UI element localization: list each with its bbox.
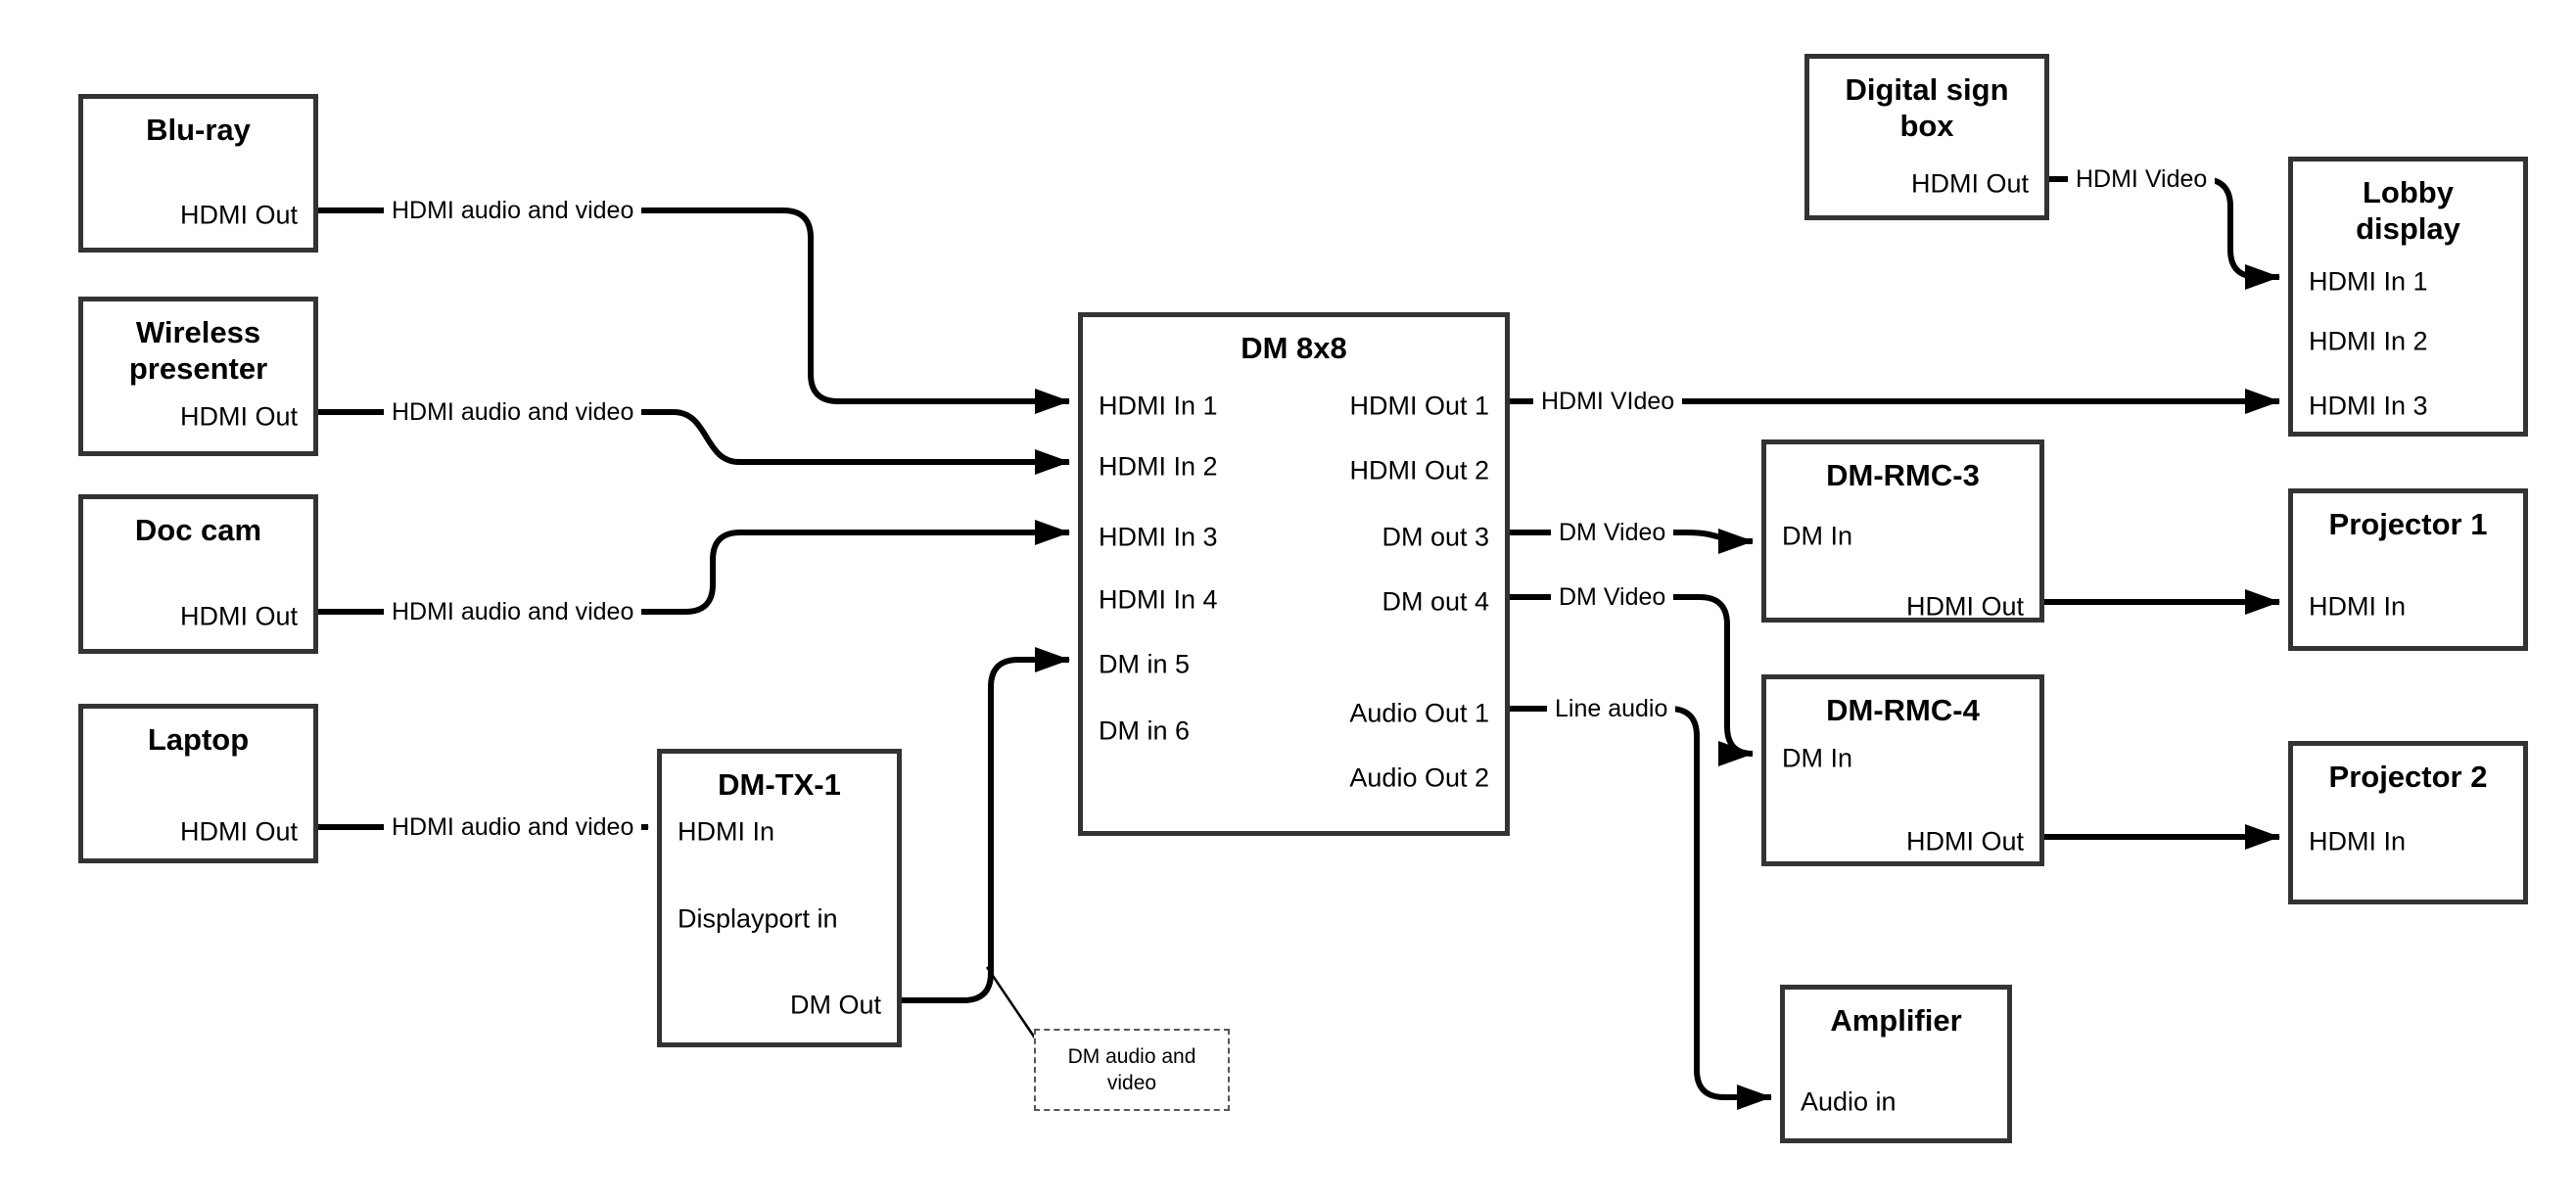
node-dm-tx-1-title: DM-TX-1: [718, 767, 841, 802]
port-dm8x8-hdmi-in-3: HDMI In 3: [1099, 522, 1218, 552]
port-lobby-hdmi-in-2: HDMI In 2: [2309, 326, 2428, 356]
port-proj1-hdmi-in: HDMI In: [2309, 591, 2407, 622]
wire-dm8x8-dm-out-4-to-dmrmc4-dm-in: [1510, 594, 1754, 766]
port-dmrmc3-hdmi-out: HDMI Out: [1905, 591, 2024, 622]
node-laptop: Laptop HDMI Out: [78, 704, 318, 863]
port-laptop-hdmi-out: HDMI Out: [179, 816, 298, 847]
port-dm8x8-hdmi-out-1: HDMI Out 1: [1349, 391, 1489, 421]
node-projector-2-title: Projector 2: [2328, 760, 2488, 794]
node-projector-1: Projector 1 HDMI In: [2288, 488, 2528, 651]
wire-label-hdmi-video-sign: HDMI Video: [2068, 165, 2216, 193]
wire-label-laptop-hdmi-av: HDMI audio and video: [384, 813, 642, 841]
port-dmtx1-displayport-in: Displayport in: [678, 903, 838, 934]
node-dm-rmc-4-title: DM-RMC-4: [1826, 693, 1980, 727]
callout-dm-audio-and-video: DM audio and video: [1034, 1029, 1230, 1111]
port-dm8x8-dm-out-4: DM out 4: [1382, 586, 1489, 617]
wire-dm8x8-dm-out-3-to-dmrmc3-dm-in: [1510, 528, 1754, 554]
node-digital-sign-box-title: Digital sign box: [1845, 72, 2009, 143]
port-dm8x8-audio-out-1: Audio Out 1: [1349, 698, 1489, 728]
node-digital-sign-box: Digital sign box HDMI Out: [1804, 54, 2049, 220]
node-bluray-title: Blu-ray: [146, 113, 251, 147]
port-dm8x8-hdmi-in-4: HDMI In 4: [1099, 584, 1218, 615]
node-doc-cam-title: Doc cam: [134, 513, 262, 547]
port-dm8x8-audio-out-2: Audio Out 2: [1349, 762, 1489, 793]
port-doccam-hdmi-out: HDMI Out: [179, 601, 298, 631]
wire-digitalsign-to-lobby-hdmi-in-1: [2049, 176, 2280, 290]
node-dm-rmc-3-title: DM-RMC-3: [1826, 458, 1980, 492]
node-projector-1-title: Projector 1: [2328, 507, 2488, 541]
wire-label-dm-video-rmc3: DM Video: [1551, 519, 1674, 546]
wire-dm8x8-audio-out-1-to-amplifier: [1510, 706, 1772, 1110]
node-laptop-title: Laptop: [147, 722, 250, 757]
port-dm8x8-dm-out-3: DM out 3: [1382, 522, 1489, 552]
port-dm8x8-dm-in-5: DM in 5: [1099, 649, 1191, 679]
node-amplifier-title: Amplifier: [1830, 1003, 1962, 1038]
node-bluray: Blu-ray HDMI Out: [78, 94, 318, 253]
wire-label-bluray-hdmi-av: HDMI audio and video: [384, 197, 642, 224]
port-dm8x8-dm-in-6: DM in 6: [1099, 716, 1191, 746]
wire-label-wireless-hdmi-av: HDMI audio and video: [384, 398, 642, 426]
node-amplifier: Amplifier Audio in: [1780, 985, 2012, 1143]
port-amplifier-audio-in: Audio in: [1801, 1086, 1897, 1117]
port-dm8x8-hdmi-in-1: HDMI In 1: [1099, 391, 1218, 421]
node-dm-rmc-3: DM-RMC-3 DM In HDMI Out: [1761, 439, 2044, 623]
node-dm-8x8: DM 8x8 HDMI In 1 HDMI In 2 HDMI In 3 HDM…: [1078, 312, 1510, 836]
node-wireless-presenter: Wireless presenter HDMI Out: [78, 297, 318, 456]
node-doc-cam: Doc cam HDMI Out: [78, 494, 318, 654]
node-dm-8x8-title: DM 8x8: [1241, 331, 1347, 365]
port-dmrmc4-hdmi-out: HDMI Out: [1905, 826, 2024, 856]
port-lobby-hdmi-in-1: HDMI In 1: [2309, 266, 2428, 297]
callout-leader-line: [985, 966, 1038, 1040]
port-dmrmc3-dm-in: DM In: [1782, 521, 1853, 551]
port-dmtx1-dm-out: DM Out: [789, 990, 881, 1020]
wire-doccam-to-dm8x8-hdmi-in-3: [318, 520, 1070, 615]
node-lobby-display: Lobby display HDMI In 1 HDMI In 2 HDMI I…: [2288, 157, 2528, 437]
wire-label-dm-video-rmc4: DM Video: [1551, 583, 1674, 611]
port-wireless-hdmi-out: HDMI Out: [179, 401, 298, 432]
node-projector-2: Projector 2 HDMI In: [2288, 741, 2528, 904]
wire-label-line-audio: Line audio: [1547, 695, 1676, 722]
node-wireless-presenter-title: Wireless presenter: [128, 315, 268, 386]
wire-label-doccam-hdmi-av: HDMI audio and video: [384, 598, 642, 625]
port-bluray-hdmi-out: HDMI Out: [179, 200, 298, 230]
port-dmtx1-hdmi-in: HDMI In: [678, 816, 775, 847]
node-dm-tx-1: DM-TX-1 HDMI In Displayport in DM Out: [657, 749, 902, 1047]
node-dm-rmc-4: DM-RMC-4 DM In HDMI Out: [1761, 674, 2044, 866]
wire-label-hdmi-video-lobby: HDMI VIdeo: [1533, 388, 1683, 415]
wire-dmtx1-to-dm8x8-dm-in-5: [902, 647, 1070, 1003]
node-lobby-display-title: Lobby display: [2356, 175, 2460, 246]
wire-bluray-to-dm8x8-hdmi-in-1: [318, 208, 1070, 414]
wire-wireless-to-dm8x8-hdmi-in-2: [318, 409, 1070, 475]
port-lobby-hdmi-in-3: HDMI In 3: [2309, 391, 2428, 421]
port-dm8x8-hdmi-in-2: HDMI In 2: [1099, 451, 1218, 482]
port-proj2-hdmi-in: HDMI In: [2309, 826, 2407, 856]
port-digitalsign-hdmi-out: HDMI Out: [1910, 168, 2029, 199]
port-dmrmc4-dm-in: DM In: [1782, 743, 1853, 773]
port-dm8x8-hdmi-out-2: HDMI Out 2: [1349, 455, 1489, 485]
